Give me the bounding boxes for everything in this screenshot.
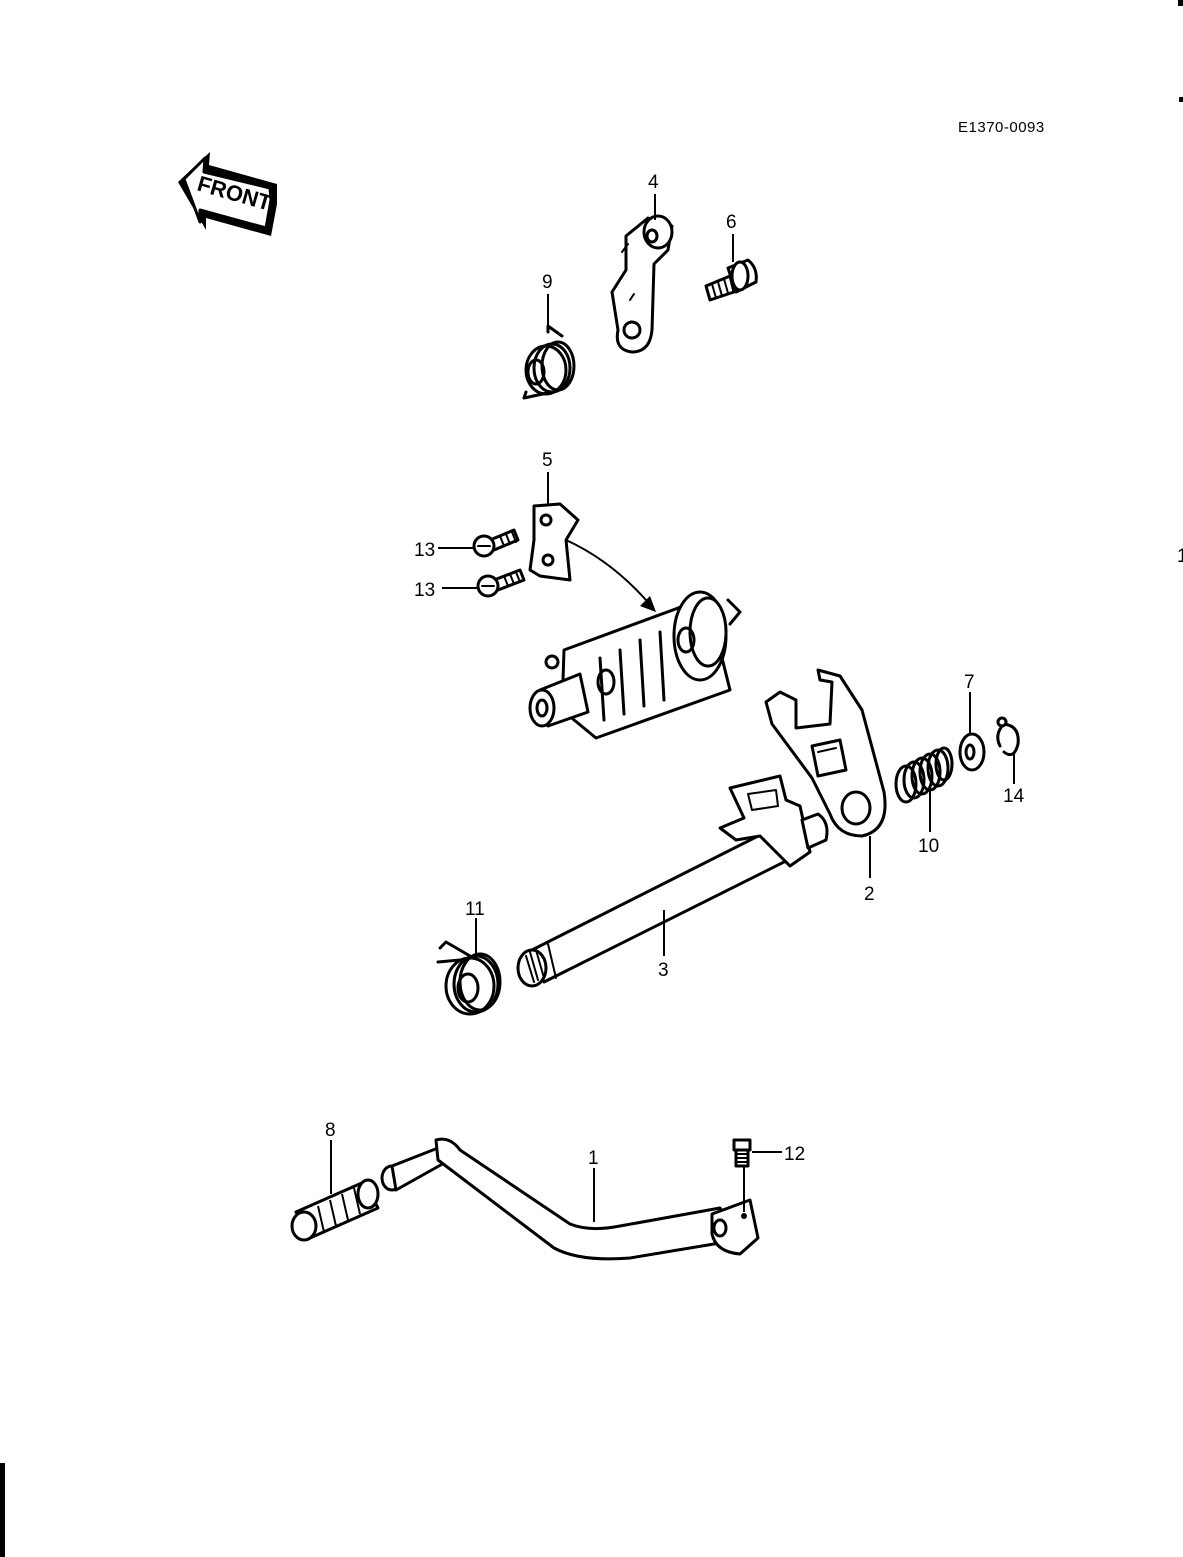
callout-6: 6 <box>726 212 737 233</box>
callout-13-upper: 13 <box>414 540 435 561</box>
part-14-circlip <box>996 716 1020 757</box>
part-12-bolt <box>732 1138 752 1168</box>
part-7-washer <box>958 732 986 772</box>
callout-9: 9 <box>542 272 553 293</box>
callouts: 4 6 9 5 13 13 7 14 10 2 11 3 8 1 12 <box>325 172 1025 1169</box>
callout-7: 7 <box>964 672 975 693</box>
leader-lines <box>330 194 1015 1222</box>
part-8-pedal-rubber <box>290 1178 380 1242</box>
part-3-gear-shift-shaft <box>516 774 829 988</box>
part-11-return-spring <box>436 940 502 1016</box>
part-9-torsion-spring <box>522 324 576 400</box>
front-arrow: FRONT <box>178 152 277 236</box>
callout-10: 10 <box>918 836 939 857</box>
callout-5: 5 <box>542 450 553 471</box>
part-10-compression-spring <box>894 746 954 804</box>
edge-mark-text: 10 <box>1177 546 1183 567</box>
callout-14: 14 <box>1003 786 1025 807</box>
part-2-shift-mechanism-arm <box>764 668 887 838</box>
callout-12: 12 <box>784 1144 805 1165</box>
part-13-screw-lower <box>476 568 526 598</box>
part-1-shift-pedal <box>380 1137 760 1261</box>
shift-drum <box>528 590 742 740</box>
callout-1: 1 <box>588 1148 599 1169</box>
callout-2: 2 <box>864 884 875 905</box>
callout-4: 4 <box>648 172 659 193</box>
part-6-bolt <box>704 258 758 302</box>
callout-8: 8 <box>325 1120 336 1141</box>
part-13-screw-upper <box>472 528 520 558</box>
diagram-code: E1370-0093 <box>958 119 1045 136</box>
part-5-retainer-plate <box>528 502 656 612</box>
callout-13-lower: 13 <box>414 580 435 601</box>
part-4-shift-arm-plate <box>610 214 674 354</box>
callout-3: 3 <box>658 960 669 981</box>
callout-11: 11 <box>465 899 485 920</box>
